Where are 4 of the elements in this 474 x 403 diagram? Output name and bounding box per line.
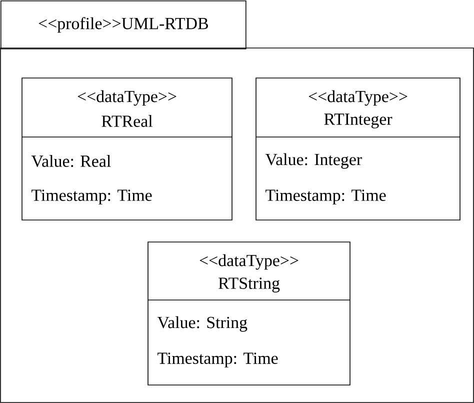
- node-label: <<profile>>UML-RTDB: [38, 17, 208, 33]
- class-box: <<dataType>> RTReal Value: Real Timestamp: Time: [22, 78, 232, 220]
- class-box: <<dataType>> RTInteger Value: Integer Timestamp: Time: [256, 78, 460, 220]
- class-box: <<dataType>> RTString Value: String Timestamp: Time: [148, 242, 350, 386]
